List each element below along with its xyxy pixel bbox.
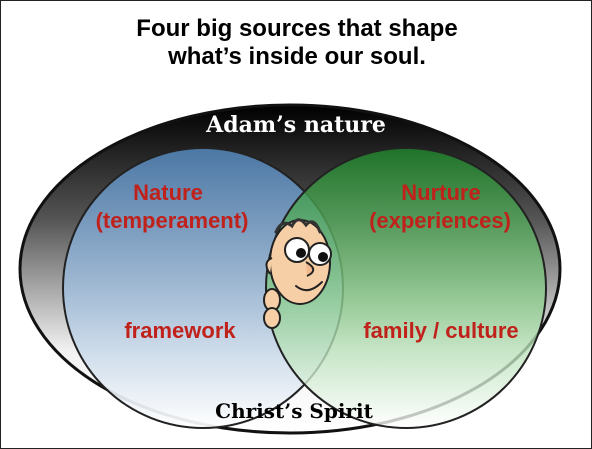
nurture-title-line-2: (experiences) <box>369 208 511 233</box>
title-line-2: what’s inside our soul. <box>168 43 426 70</box>
nurture-title-line-1: Nurture <box>401 180 480 205</box>
christs-spirit-label: Christ’s Spirit <box>215 399 373 423</box>
nature-title-line-1: Nature <box>133 180 203 205</box>
title-line-1: Four big sources that shape <box>136 15 458 42</box>
framework-label: framework <box>124 318 236 343</box>
nurture-circle <box>265 147 547 429</box>
adams-nature-label: Adam’s nature <box>205 112 386 138</box>
slide-title: Four big sources that shape what’s insid… <box>1 15 592 71</box>
cartoon-peeking-face-icon <box>263 218 332 329</box>
nature-title-line-2: (temperament) <box>96 208 249 233</box>
family-culture-label: family / culture <box>363 318 518 343</box>
